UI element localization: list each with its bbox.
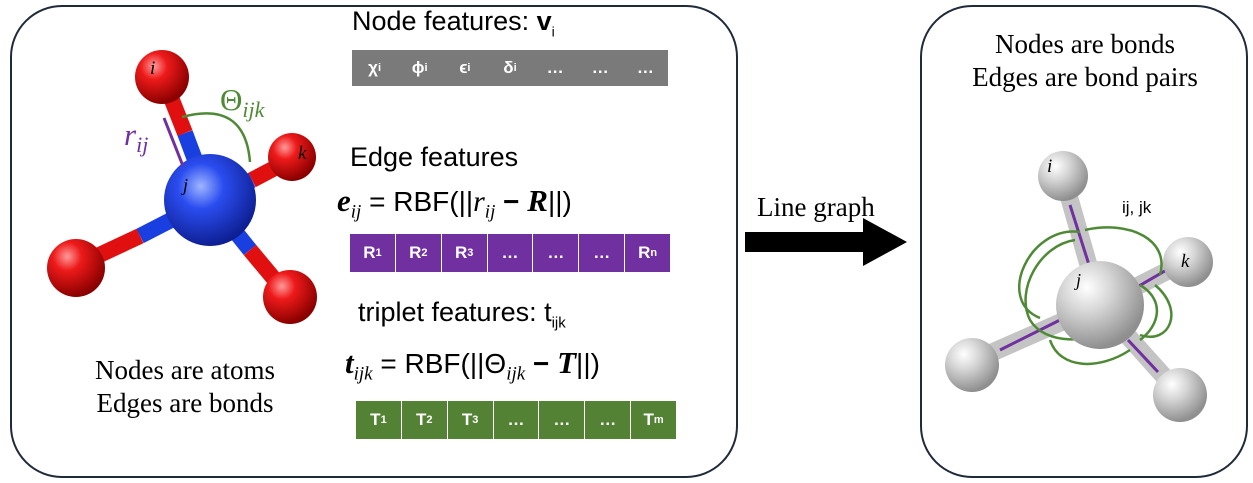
feature-cell-subscript: i (424, 62, 428, 74)
bond-graph-label-k: k (1181, 251, 1190, 272)
feature-cell-subscript: m (653, 414, 664, 426)
feature-cell: … (585, 401, 632, 439)
bond-graph-label-j: j (1076, 270, 1082, 290)
caption-edges-bond-pairs: Edges are bond pairs (972, 62, 1198, 92)
feature-cell-subscript: 1 (375, 247, 382, 259)
feature-cell-subscript: 2 (426, 414, 433, 426)
feature-cell: … (488, 234, 534, 272)
feature-cell-symbol: … (599, 410, 617, 429)
feature-cell-subscript: i (377, 62, 381, 74)
triplet-features-title: triplet features: tijk (358, 297, 566, 332)
feature-cell-symbol: R (638, 243, 651, 262)
atom-graph-caption: Nodes are atoms Edges are bonds (60, 354, 310, 420)
feature-cell-symbol: … (591, 58, 609, 77)
feature-cell-symbol: … (547, 243, 565, 262)
triplet-formula: tijk = RBF(||Θijk − T||) (345, 345, 600, 385)
feature-cell: … (533, 50, 578, 86)
feature-cell-subscript: i (513, 62, 517, 74)
bond-graph-atom-k (1163, 237, 1213, 287)
angle-label: Θijk (220, 82, 265, 123)
atom-k (268, 133, 316, 181)
angle-arc (181, 112, 252, 163)
feature-cell: … (533, 234, 580, 272)
edge-formula: eij = RBF(||rij − R||) (337, 183, 572, 223)
atom-i (135, 50, 189, 104)
feature-cell-symbol: δ (503, 58, 514, 77)
distance-label: rij (124, 117, 149, 158)
feature-cell-symbol: R (454, 243, 468, 262)
feature-cell: … (578, 50, 623, 86)
caption-edges-bonds: Edges are bonds (96, 388, 274, 418)
feature-cell: … (539, 401, 586, 439)
bond-graph-label-i: i (1047, 156, 1053, 177)
atom-lower-left (47, 239, 105, 297)
feature-cell-symbol: T (643, 410, 654, 429)
bond-graph-atom-lower-right (1153, 368, 1207, 422)
caption-nodes-bonds: Nodes are bonds (995, 29, 1175, 59)
bond-graph-figure (945, 151, 1213, 422)
edge-features-title: Edge features (350, 142, 519, 172)
feature-cell-subscript: 3 (467, 247, 474, 259)
feature-cell-symbol: R (363, 243, 376, 262)
atom-molecule-figure (47, 50, 317, 324)
feature-cell-symbol: … (553, 410, 571, 429)
atom-label-k: k (298, 143, 307, 164)
atom-lower-right (263, 270, 317, 324)
line-graph-label: Line graph (757, 192, 875, 222)
line-graph-caption: Nodes are bonds Edges are bond pairs (935, 28, 1235, 94)
feature-cell: … (494, 401, 540, 439)
feature-cell-symbol: … (546, 58, 564, 77)
feature-cell-symbol: ϵ (459, 58, 468, 77)
feature-cell-symbol: … (593, 243, 611, 262)
node-features-title: Node features: vi (352, 6, 555, 40)
atom-label-j: j (183, 175, 189, 195)
feature-cell-subscript: i (467, 62, 471, 74)
atom-j (164, 154, 256, 246)
feature-cell: … (579, 234, 626, 272)
bond-graph-atom-lower-left (945, 338, 999, 392)
feature-cell-subscript: 1 (380, 414, 387, 426)
atom-graph-panel (10, 5, 738, 478)
feature-cell-symbol: … (636, 58, 654, 77)
feature-cell-symbol: R (409, 243, 422, 262)
feature-cell-symbol: ϕ (411, 58, 425, 77)
feature-cell: … (623, 50, 668, 86)
bond-pair-label: ij, jk (1122, 198, 1152, 217)
atom-label-i: i (150, 58, 156, 79)
feature-cell-symbol: T (370, 410, 381, 429)
feature-cell-subscript: 3 (472, 414, 479, 426)
line-graph-panel (920, 5, 1248, 478)
feature-cell-subscript: n (650, 247, 658, 259)
feature-cell-subscript: 2 (421, 247, 428, 259)
feature-cell-symbol: … (501, 243, 519, 262)
feature-cell-symbol: … (507, 410, 525, 429)
bond-graph-atom-i (1038, 151, 1088, 201)
bond-graph-atom-j (1056, 261, 1144, 349)
feature-cell-symbol: T (416, 410, 427, 429)
distance-marker (162, 117, 185, 167)
line-graph-arrow (745, 218, 907, 266)
feature-cell-symbol: T (461, 410, 473, 429)
feature-cell-symbol: χ (368, 58, 378, 77)
caption-nodes-atoms: Nodes are atoms (95, 355, 275, 385)
